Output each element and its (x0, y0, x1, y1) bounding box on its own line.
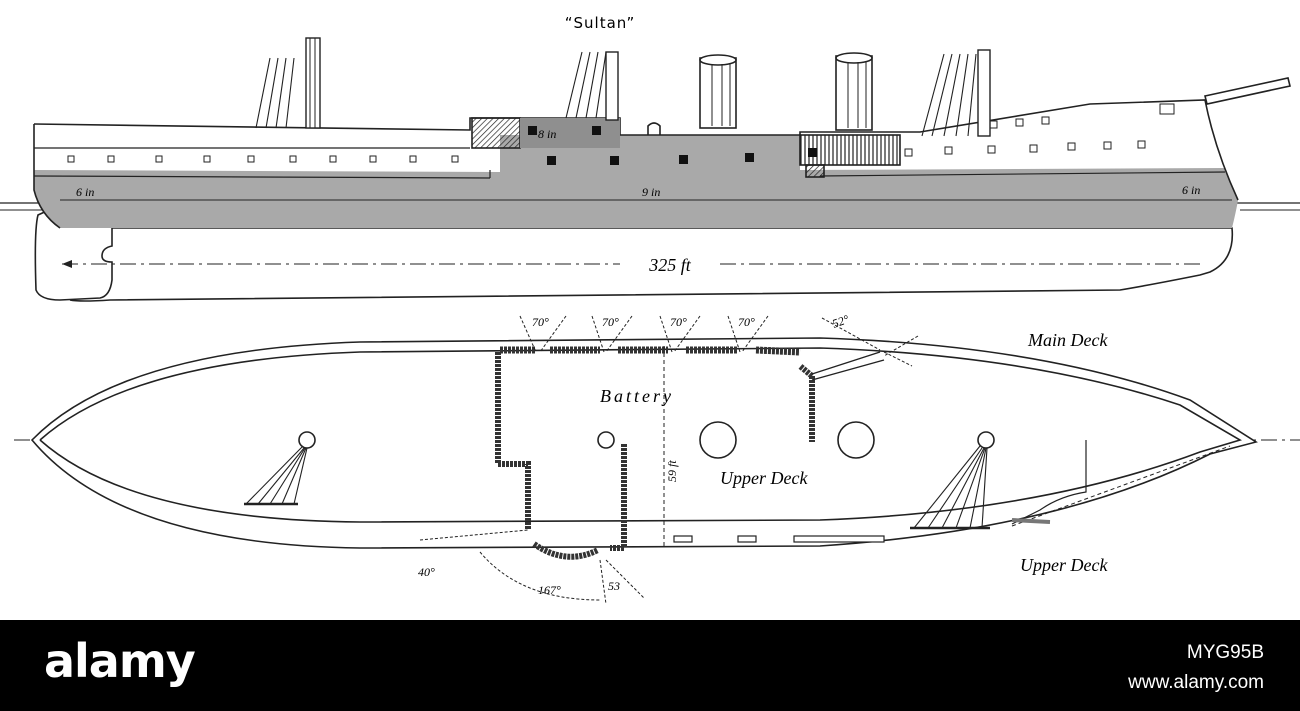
image-id: MYG95B (1186, 642, 1264, 663)
battery-gunport-walls (500, 346, 801, 356)
armor-belt (34, 135, 1238, 228)
profile-view (0, 37, 1300, 302)
forecastle-break (1011, 440, 1087, 525)
upper-deck-inner-label: Upper Deck (720, 468, 808, 488)
arc-label-8: 53 (608, 579, 620, 593)
belt-mid-label: 9 in (642, 185, 660, 199)
bowsprit (1204, 77, 1291, 105)
deck-hatch (647, 122, 661, 135)
plan-fore-rigging (910, 445, 990, 530)
upper-deck-outer-label: Upper Deck (1020, 555, 1108, 575)
plan-mizzen-mast (298, 431, 316, 449)
aft-portholes (67, 155, 459, 163)
funnel-aft (699, 57, 737, 129)
arc-label-5: 52° (830, 312, 851, 331)
funnel-fore (835, 55, 873, 131)
arc-label-2: 70° (602, 315, 619, 329)
arc-label-4: 70° (738, 315, 755, 329)
aft-belt-top (33, 175, 491, 179)
forecastle-line (1011, 445, 1231, 527)
battery-armor-label: 8 in (538, 127, 556, 141)
battery-corner (805, 164, 825, 178)
site-url: www.alamy.com (1128, 672, 1264, 693)
plan-view (14, 315, 1300, 605)
alamy-logo: alamy (44, 634, 196, 688)
drawing-title: “Sultan” (565, 14, 636, 32)
battery-armor-aft (471, 117, 521, 149)
plan-funnel-aft (699, 421, 737, 459)
main-deck-outline (30, 337, 1258, 549)
fore-mast (921, 49, 991, 137)
main-mast (565, 51, 619, 121)
beam-label: 59 ft (665, 460, 679, 482)
ship-drawing: “Sultan” (0, 14, 1300, 605)
plan-main-mast (597, 431, 615, 449)
rudder (34, 204, 113, 301)
arc-label-6: 40° (418, 565, 435, 579)
deck-skylights (673, 535, 885, 543)
plan-fore-mast (977, 431, 995, 449)
arc-label-3: 70° (670, 315, 687, 329)
watermark-bar: alamy MYG95B www.alamy.com (0, 620, 1300, 711)
fore-belt-top (819, 171, 1226, 177)
battery-walls (495, 352, 815, 560)
plan-mizzen-rigging (244, 445, 308, 506)
mizzen-mast (255, 37, 321, 129)
arc-label-7: 167° (538, 583, 561, 597)
main-deck-label: Main Deck (1027, 330, 1108, 350)
belt-fore-label: 6 in (76, 185, 94, 199)
belt-aft-label: 6 in (1182, 183, 1200, 197)
lower-hull-outline (60, 227, 1234, 302)
fire-arcs (419, 315, 919, 605)
plan-funnel-fore (837, 421, 875, 459)
stern-outline (33, 124, 61, 229)
upper-deck-outline (39, 347, 1242, 523)
battery-label: Battery (600, 386, 674, 406)
arc-label-1: 70° (532, 315, 549, 329)
length-label: 325 ft (648, 255, 692, 275)
battery-gunports (528, 126, 817, 165)
fore-portholes (904, 103, 1175, 157)
